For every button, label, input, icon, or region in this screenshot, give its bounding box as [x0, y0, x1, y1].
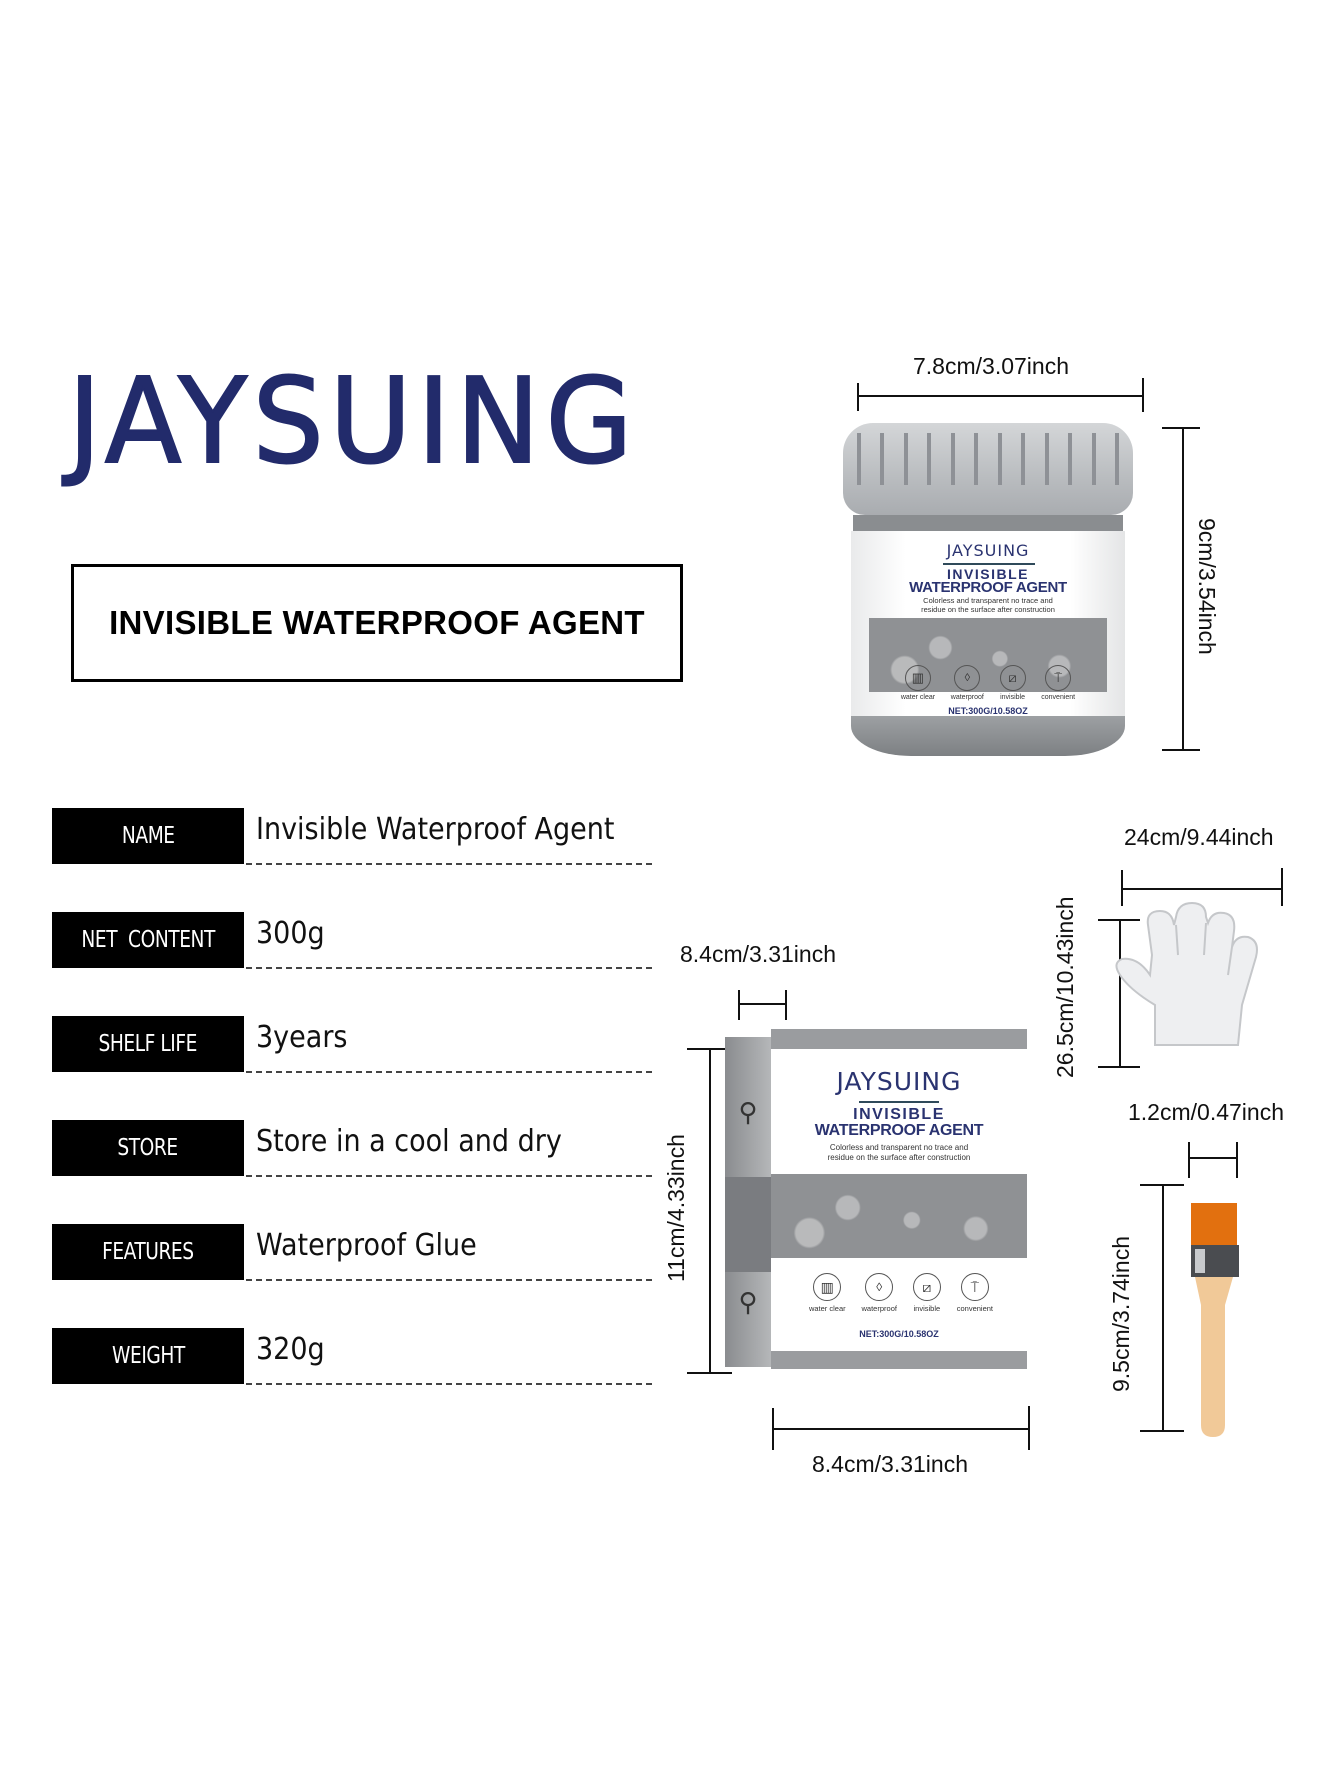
spec-value: 300g [256, 916, 325, 951]
label-brand: JAYSUING [836, 1067, 962, 1096]
brand-logo: JAYSUING [67, 352, 639, 490]
spec-label: WEIGHT [52, 1328, 244, 1384]
invisible-icon: ⧄invisible [912, 1273, 941, 1313]
jar-width-dimension: 7.8cm/3.07inch [913, 353, 1069, 379]
jar-height-dimension: 9cm/3.54inch [1194, 518, 1220, 655]
dimension-tick [1162, 749, 1200, 751]
feature-icons: ▥water clear ◊waterproof ⧄invisible ⍑con… [801, 1273, 1001, 1313]
dimension-tick [738, 990, 740, 1020]
feature-icons: ▥water clear ◊waterproof ⧄invisible ⍑con… [893, 665, 1083, 701]
jar-product-image: JAYSUING INVISIBLE WATERPROOF AGENT Colo… [843, 423, 1133, 756]
dimension-line [1182, 427, 1184, 750]
spec-value: 3years [256, 1020, 348, 1055]
convenient-icon: ⍑convenient [957, 1273, 993, 1313]
box-product-image: ⚲ ⚲ JAYSUING INVISIBLE WATERPROOF AGENT … [725, 1029, 1027, 1369]
spec-value: Store in a cool and dry [256, 1124, 562, 1159]
spec-row-weight: WEIGHT 320g [52, 1328, 652, 1385]
dashed-divider [246, 1279, 652, 1281]
dashed-divider [246, 1175, 652, 1177]
box-side-panel: ⚲ ⚲ [725, 1037, 771, 1367]
dimension-tick [1140, 1430, 1184, 1432]
dimension-line [1119, 919, 1121, 1067]
dimension-line [1162, 1184, 1164, 1431]
spec-label: NAME [52, 808, 244, 864]
glove-icon [1115, 901, 1258, 1046]
glove-image [1110, 895, 1275, 1055]
product-title: INVISIBLE WATERPROOF AGENT [109, 604, 645, 641]
water-clear-icon: ▥water clear [901, 665, 935, 701]
invisible-icon: ⧄invisible [999, 665, 1026, 701]
box-depth-dimension: 8.4cm/3.31inch [680, 941, 836, 967]
dimension-line [739, 1003, 786, 1005]
glove-height-dimension: 26.5cm/10.43inch [1052, 896, 1078, 1078]
dimension-tick [1098, 919, 1140, 921]
dimension-line [858, 395, 1143, 397]
spec-row-store: STORE Store in a cool and dry [52, 1120, 652, 1177]
dimension-line [1189, 1157, 1237, 1159]
dimension-line [772, 1428, 1030, 1430]
box-width-dimension: 8.4cm/3.31inch [812, 1451, 968, 1477]
dimension-tick [1281, 868, 1283, 906]
label-net-weight: NET:300G/10.58OZ [859, 1329, 939, 1339]
dimension-tick [1236, 1142, 1238, 1178]
spec-label: NET CONTENT [52, 912, 244, 968]
spec-row-features: FEATURES Waterproof Glue [52, 1224, 652, 1281]
dimension-tick [1098, 1066, 1140, 1068]
dimension-tick [1162, 427, 1200, 429]
box-front-panel: JAYSUING INVISIBLE WATERPROOF AGENT Colo… [771, 1029, 1027, 1369]
glove-width-dimension: 24cm/9.44inch [1124, 824, 1274, 850]
spec-value: Invisible Waterproof Agent [256, 812, 615, 847]
label-brand: JAYSUING [946, 541, 1030, 560]
spec-value: Waterproof Glue [256, 1228, 477, 1263]
dashed-divider [246, 1071, 652, 1073]
spec-label: SHELF LIFE [52, 1016, 244, 1072]
water-droplets-photo [771, 1174, 1027, 1258]
dimension-tick [687, 1372, 732, 1374]
box-height-dimension: 11cm/4.33inch [663, 1134, 689, 1282]
dimension-tick [772, 1408, 774, 1450]
dashed-divider [246, 1383, 652, 1385]
dashed-divider [246, 863, 652, 865]
dimension-tick [1188, 1142, 1190, 1178]
dimension-tick [1121, 870, 1123, 906]
spec-value: 320g [256, 1332, 325, 1367]
spec-label: STORE [52, 1120, 244, 1176]
jar-lid [843, 423, 1133, 515]
label-net-weight: NET:300G/10.58OZ [948, 706, 1028, 716]
spec-label: FEATURES [52, 1224, 244, 1280]
dimension-tick [1140, 1184, 1184, 1186]
brush-height-dimension: 9.5cm/3.74inch [1108, 1236, 1134, 1392]
water-clear-icon: ▥water clear [809, 1273, 846, 1313]
dimension-line [709, 1048, 711, 1373]
brush-width-dimension: 1.2cm/0.47inch [1128, 1099, 1284, 1125]
waterproof-icon: ◊waterproof [862, 1273, 897, 1313]
dimension-line [1122, 888, 1282, 890]
waterproof-icon: ◊waterproof [951, 665, 984, 701]
brush-image [1189, 1203, 1239, 1451]
dimension-tick [1142, 378, 1144, 412]
dimension-tick [857, 383, 859, 411]
dashed-divider [246, 967, 652, 969]
spec-row-net-content: NET CONTENT 300g [52, 912, 652, 969]
paintbrush-icon [1191, 1203, 1239, 1437]
spec-row-shelf-life: SHELF LIFE 3years [52, 1016, 652, 1073]
dimension-tick [687, 1048, 732, 1050]
spec-row-name: NAME Invisible Waterproof Agent [52, 808, 652, 865]
dimension-tick [1028, 1406, 1030, 1450]
dimension-tick [785, 990, 787, 1020]
convenient-icon: ⍑convenient [1041, 665, 1075, 701]
product-title-box: INVISIBLE WATERPROOF AGENT [71, 564, 683, 682]
